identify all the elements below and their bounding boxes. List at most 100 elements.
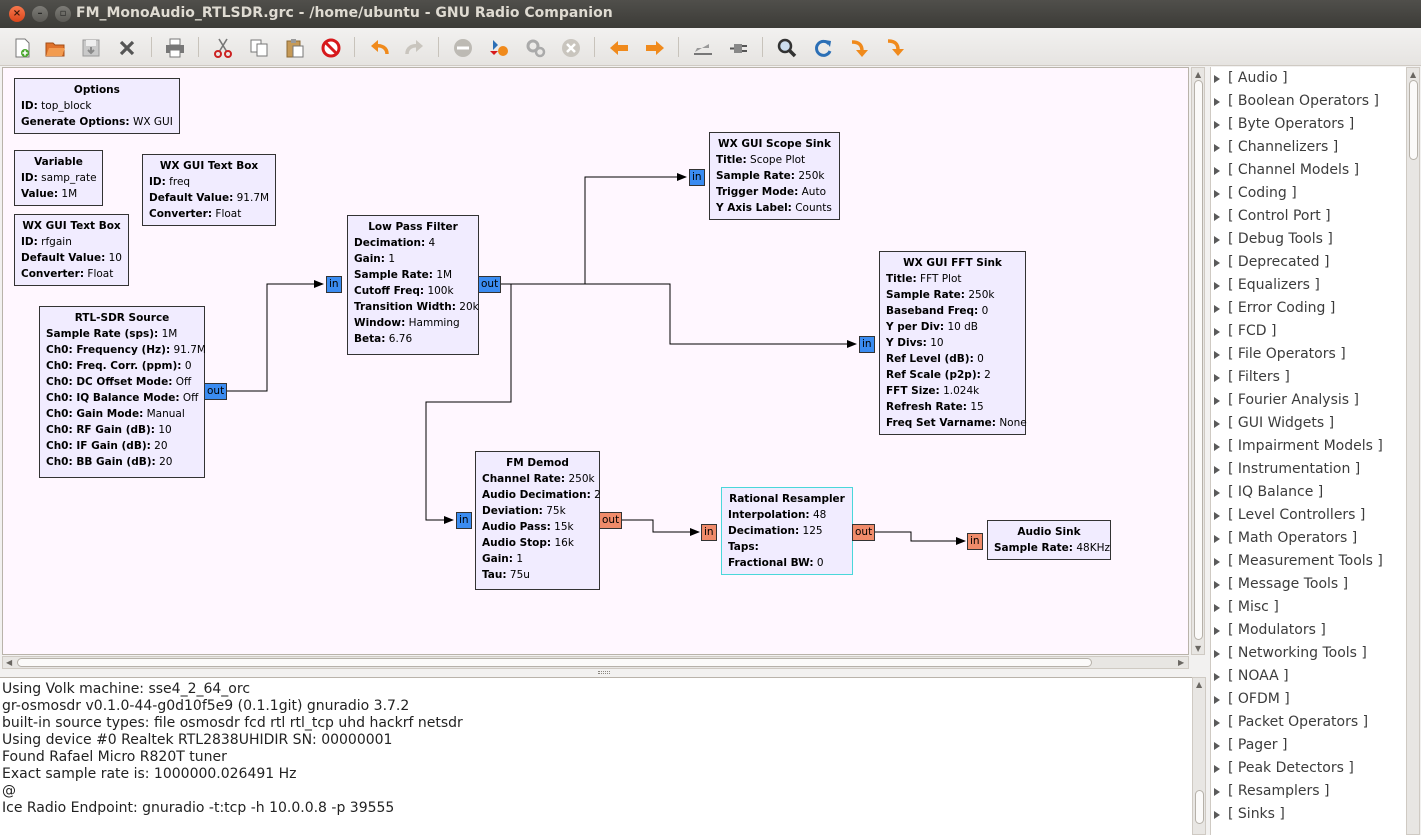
down-icon[interactable] <box>846 35 872 61</box>
tree-category[interactable]: [ Error Coding ] <box>1211 297 1406 320</box>
expander-arrow-icon[interactable] <box>1214 650 1220 658</box>
expander-arrow-icon[interactable] <box>1214 765 1220 773</box>
tree-category[interactable]: [ Control Port ] <box>1211 205 1406 228</box>
tree-category[interactable]: [ Coding ] <box>1211 182 1406 205</box>
tree-category[interactable]: [ Equalizers ] <box>1211 274 1406 297</box>
scrollbar-thumb[interactable] <box>17 658 1092 667</box>
canvas-vertical-scrollbar[interactable]: ▲ ▼ <box>1191 67 1205 655</box>
port-rtl-out[interactable]: out <box>204 383 228 400</box>
up-icon[interactable] <box>882 35 908 61</box>
generate-icon[interactable] <box>486 35 512 61</box>
close-icon[interactable] <box>114 35 140 61</box>
scroll-left-icon[interactable]: ◀ <box>6 658 13 667</box>
port-resampler-out[interactable]: out <box>852 524 876 541</box>
scrollbar-thumb[interactable] <box>1195 790 1204 824</box>
expander-arrow-icon[interactable] <box>1214 673 1220 681</box>
tree-category[interactable]: [ Networking Tools ] <box>1211 642 1406 665</box>
tree-category[interactable]: [ Math Operators ] <box>1211 527 1406 550</box>
expander-arrow-icon[interactable] <box>1214 213 1220 221</box>
tree-category[interactable]: [ Byte Operators ] <box>1211 113 1406 136</box>
expander-arrow-icon[interactable] <box>1214 236 1220 244</box>
tree-category[interactable]: [ Channel Models ] <box>1211 159 1406 182</box>
scroll-down-icon[interactable]: ▼ <box>1195 644 1202 653</box>
tree-category[interactable]: [ GUI Widgets ] <box>1211 412 1406 435</box>
expander-arrow-icon[interactable] <box>1214 75 1220 83</box>
delete-icon[interactable] <box>318 35 344 61</box>
expander-arrow-icon[interactable] <box>1214 696 1220 704</box>
console-output[interactable]: Using Volk machine: sse4_2_64_orc gr-osm… <box>0 677 1192 835</box>
disable-icon[interactable] <box>450 35 476 61</box>
redo-icon[interactable] <box>402 35 428 61</box>
reload-icon[interactable] <box>810 35 836 61</box>
bypass-icon[interactable] <box>726 35 752 61</box>
expander-arrow-icon[interactable] <box>1214 558 1220 566</box>
tree-category[interactable]: [ Modulators ] <box>1211 619 1406 642</box>
rotate-right-icon[interactable] <box>642 35 668 61</box>
expander-arrow-icon[interactable] <box>1214 604 1220 612</box>
expander-arrow-icon[interactable] <box>1214 328 1220 336</box>
port-scope-in[interactable]: in <box>689 169 705 186</box>
expander-arrow-icon[interactable] <box>1214 581 1220 589</box>
tree-category[interactable]: [ Audio ] <box>1211 67 1406 90</box>
tree-category[interactable]: [ Peak Detectors ] <box>1211 757 1406 780</box>
block-rtl-sdr-source[interactable]: RTL-SDR Source Sample Rate (sps): 1M Ch0… <box>39 306 206 478</box>
port-audiosink-in[interactable]: in <box>967 533 983 550</box>
expander-arrow-icon[interactable] <box>1214 719 1220 727</box>
pane-splitter[interactable] <box>2 669 1189 677</box>
tree-category[interactable]: [ Fourier Analysis ] <box>1211 389 1406 412</box>
tree-category[interactable]: [ Resamplers ] <box>1211 780 1406 803</box>
tree-scrollbar[interactable]: ▲ <box>1406 67 1420 835</box>
tree-category[interactable]: [ OFDM ] <box>1211 688 1406 711</box>
tree-category[interactable]: [ FCD ] <box>1211 320 1406 343</box>
tree-category[interactable]: [ Measurement Tools ] <box>1211 550 1406 573</box>
block-fft-sink[interactable]: WX GUI FFT Sink Title: FFT Plot Sample R… <box>879 251 1027 435</box>
port-resampler-in[interactable]: in <box>701 524 717 541</box>
expander-arrow-icon[interactable] <box>1214 811 1220 819</box>
expander-arrow-icon[interactable] <box>1214 466 1220 474</box>
block-variable[interactable]: Variable ID: samp_rate Value: 1M <box>14 150 103 206</box>
expander-arrow-icon[interactable] <box>1214 190 1220 198</box>
window-minimize-button[interactable]: – <box>32 6 48 22</box>
tree-category[interactable]: [ Boolean Operators ] <box>1211 90 1406 113</box>
find-icon[interactable] <box>774 35 800 61</box>
enable-icon[interactable] <box>690 35 716 61</box>
tree-category[interactable]: [ Debug Tools ] <box>1211 228 1406 251</box>
cut-icon[interactable] <box>210 35 236 61</box>
tree-category[interactable]: [ Pager ] <box>1211 734 1406 757</box>
block-text-box-freq[interactable]: WX GUI Text Box ID: freq Default Value: … <box>142 154 277 226</box>
expander-arrow-icon[interactable] <box>1214 167 1220 175</box>
expander-arrow-icon[interactable] <box>1214 144 1220 152</box>
scroll-up-icon[interactable]: ▲ <box>1195 70 1202 79</box>
block-library-tree[interactable]: [ Audio ][ Boolean Operators ][ Byte Ope… <box>1210 67 1406 835</box>
expander-arrow-icon[interactable] <box>1214 627 1220 635</box>
tree-category[interactable]: [ NOAA ] <box>1211 665 1406 688</box>
scroll-right-icon[interactable]: ▶ <box>1178 658 1185 667</box>
flowgraph-canvas[interactable]: Options ID: top_block Generate Options: … <box>2 67 1189 655</box>
tree-category[interactable]: [ Level Controllers ] <box>1211 504 1406 527</box>
port-lpf-in[interactable]: in <box>326 276 342 293</box>
expander-arrow-icon[interactable] <box>1214 374 1220 382</box>
expander-arrow-icon[interactable] <box>1214 489 1220 497</box>
expander-arrow-icon[interactable] <box>1214 121 1220 129</box>
print-icon[interactable] <box>162 35 188 61</box>
tree-category[interactable]: [ Impairment Models ] <box>1211 435 1406 458</box>
tree-category[interactable]: [ Sinks ] <box>1211 803 1406 826</box>
expander-arrow-icon[interactable] <box>1214 742 1220 750</box>
window-maximize-button[interactable]: ▫ <box>55 6 71 22</box>
scrollbar-thumb[interactable] <box>1409 80 1418 160</box>
open-icon[interactable] <box>42 35 68 61</box>
undo-icon[interactable] <box>366 35 392 61</box>
port-fft-in[interactable]: in <box>859 336 875 353</box>
console-scrollbar[interactable]: ▲ <box>1192 677 1206 835</box>
port-fmdemod-out[interactable]: out <box>599 512 623 529</box>
block-text-box-rfgain[interactable]: WX GUI Text Box ID: rfgain Default Value… <box>14 214 129 286</box>
block-audio-sink[interactable]: Audio Sink Sample Rate: 48KHz <box>987 520 1111 560</box>
expander-arrow-icon[interactable] <box>1214 98 1220 106</box>
block-fm-demod[interactable]: FM Demod Channel Rate: 250k Audio Decima… <box>475 451 601 590</box>
save-icon[interactable] <box>78 35 104 61</box>
port-lpf-out[interactable]: out <box>478 276 502 293</box>
block-low-pass-filter[interactable]: Low Pass Filter Decimation: 4 Gain: 1 Sa… <box>347 215 479 355</box>
expander-arrow-icon[interactable] <box>1214 397 1220 405</box>
expander-arrow-icon[interactable] <box>1214 788 1220 796</box>
tree-category[interactable]: [ Message Tools ] <box>1211 573 1406 596</box>
